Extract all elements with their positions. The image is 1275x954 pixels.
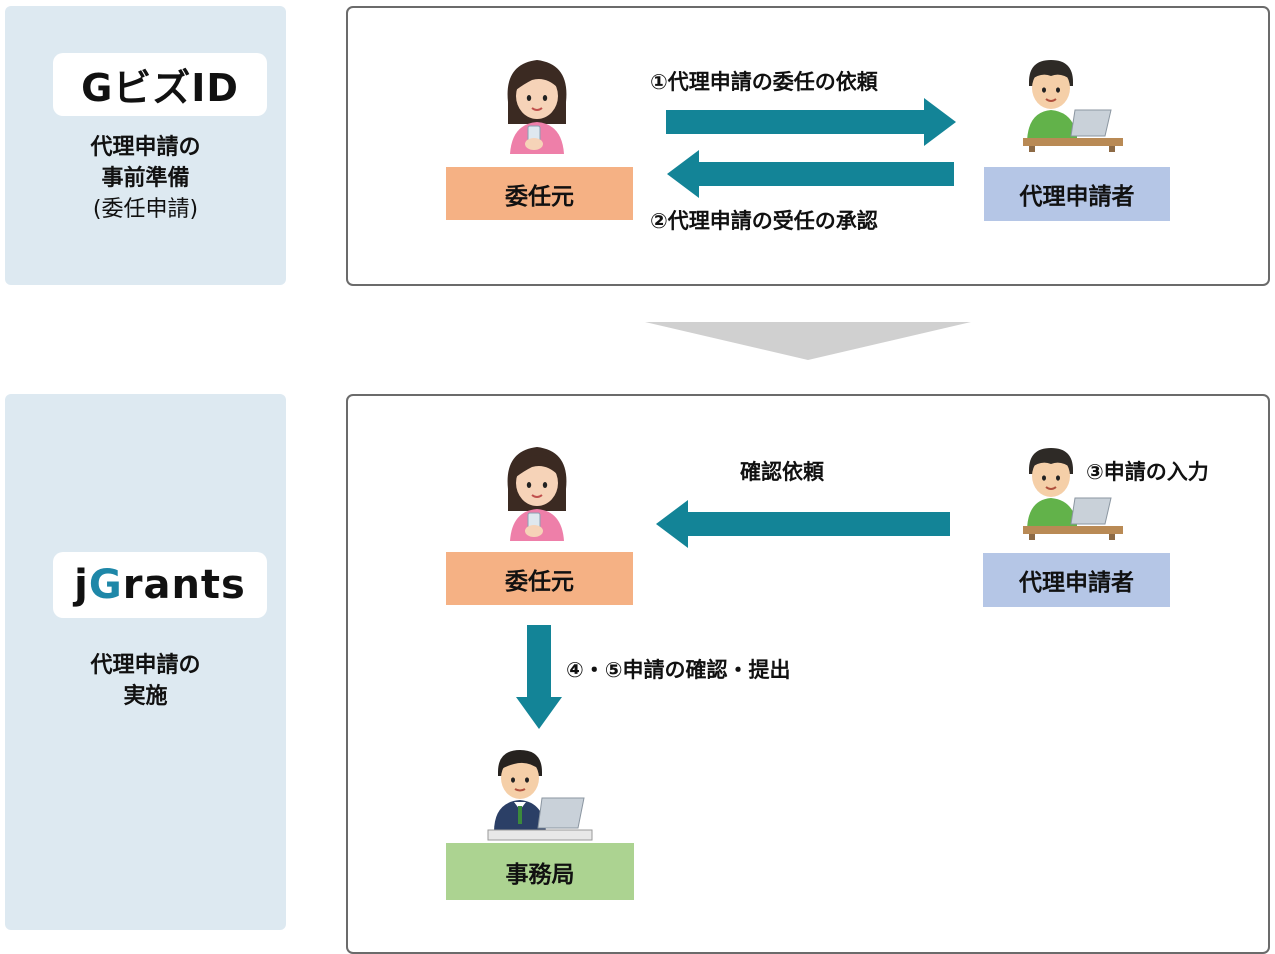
jgrants-title-line1: 代理申請の bbox=[90, 653, 201, 678]
gbizid-title-line2: 事前準備 bbox=[101, 166, 190, 191]
down-chevron-icon bbox=[645, 322, 971, 360]
gbizid-section-title: 代理申請の 事前準備 (委任申請) bbox=[5, 132, 286, 225]
arrow1-label: ①代理申請の委任の依頼 bbox=[650, 70, 878, 94]
bottom-proxy-applicant-label: 代理申請者 bbox=[1019, 570, 1134, 596]
side-panel-gbizid bbox=[5, 6, 286, 285]
input-label: ③申請の入力 bbox=[1086, 460, 1209, 484]
jgrants-section-title: 代理申請の 実施 bbox=[5, 650, 286, 712]
top-proxy-applicant-box: 代理申請者 bbox=[984, 167, 1170, 221]
man-laptop-icon bbox=[1023, 60, 1123, 152]
gbizid-logo-text: GビズID bbox=[81, 66, 239, 110]
woman-phone-icon-bottom bbox=[507, 447, 567, 541]
confirm-submit-label: ④・⑤申請の確認・提出 bbox=[566, 658, 791, 682]
top-delegator-label: 委任元 bbox=[505, 183, 574, 210]
secretariat-box: 事務局 bbox=[446, 843, 634, 900]
secretariat-label: 事務局 bbox=[505, 861, 575, 888]
man-laptop-icon-bottom bbox=[1023, 448, 1123, 540]
confirm-request-label: 確認依頼 bbox=[740, 460, 824, 484]
down-arrow-icon bbox=[516, 625, 562, 729]
right-arrow-icon bbox=[666, 98, 956, 146]
jgrants-title-line2: 実施 bbox=[123, 684, 168, 709]
gbizid-subtitle: (委任申請) bbox=[92, 197, 199, 222]
left-arrow-icon-bottom bbox=[656, 500, 950, 548]
official-laptop-icon bbox=[487, 750, 593, 841]
bottom-proxy-applicant-box: 代理申請者 bbox=[983, 553, 1170, 607]
arrow2-label: ②代理申請の受任の承認 bbox=[650, 209, 878, 233]
side-panel-jgrants bbox=[5, 394, 286, 930]
gbizid-title-line1: 代理申請の bbox=[90, 135, 201, 160]
woman-phone-icon bbox=[507, 60, 567, 154]
gbizid-logo: GビズID bbox=[53, 53, 267, 116]
top-flow-panel bbox=[346, 6, 1270, 286]
jgrants-logo-j: j bbox=[74, 562, 89, 608]
top-proxy-applicant-label: 代理申請者 bbox=[1019, 184, 1135, 210]
jgrants-logo-rest: rants bbox=[122, 562, 246, 608]
left-arrow-icon bbox=[667, 150, 954, 198]
top-delegator-box: 委任元 bbox=[446, 167, 633, 220]
bottom-delegator-box: 委任元 bbox=[446, 552, 633, 605]
bottom-delegator-label: 委任元 bbox=[505, 568, 574, 595]
jgrants-logo-g: G bbox=[88, 562, 123, 608]
